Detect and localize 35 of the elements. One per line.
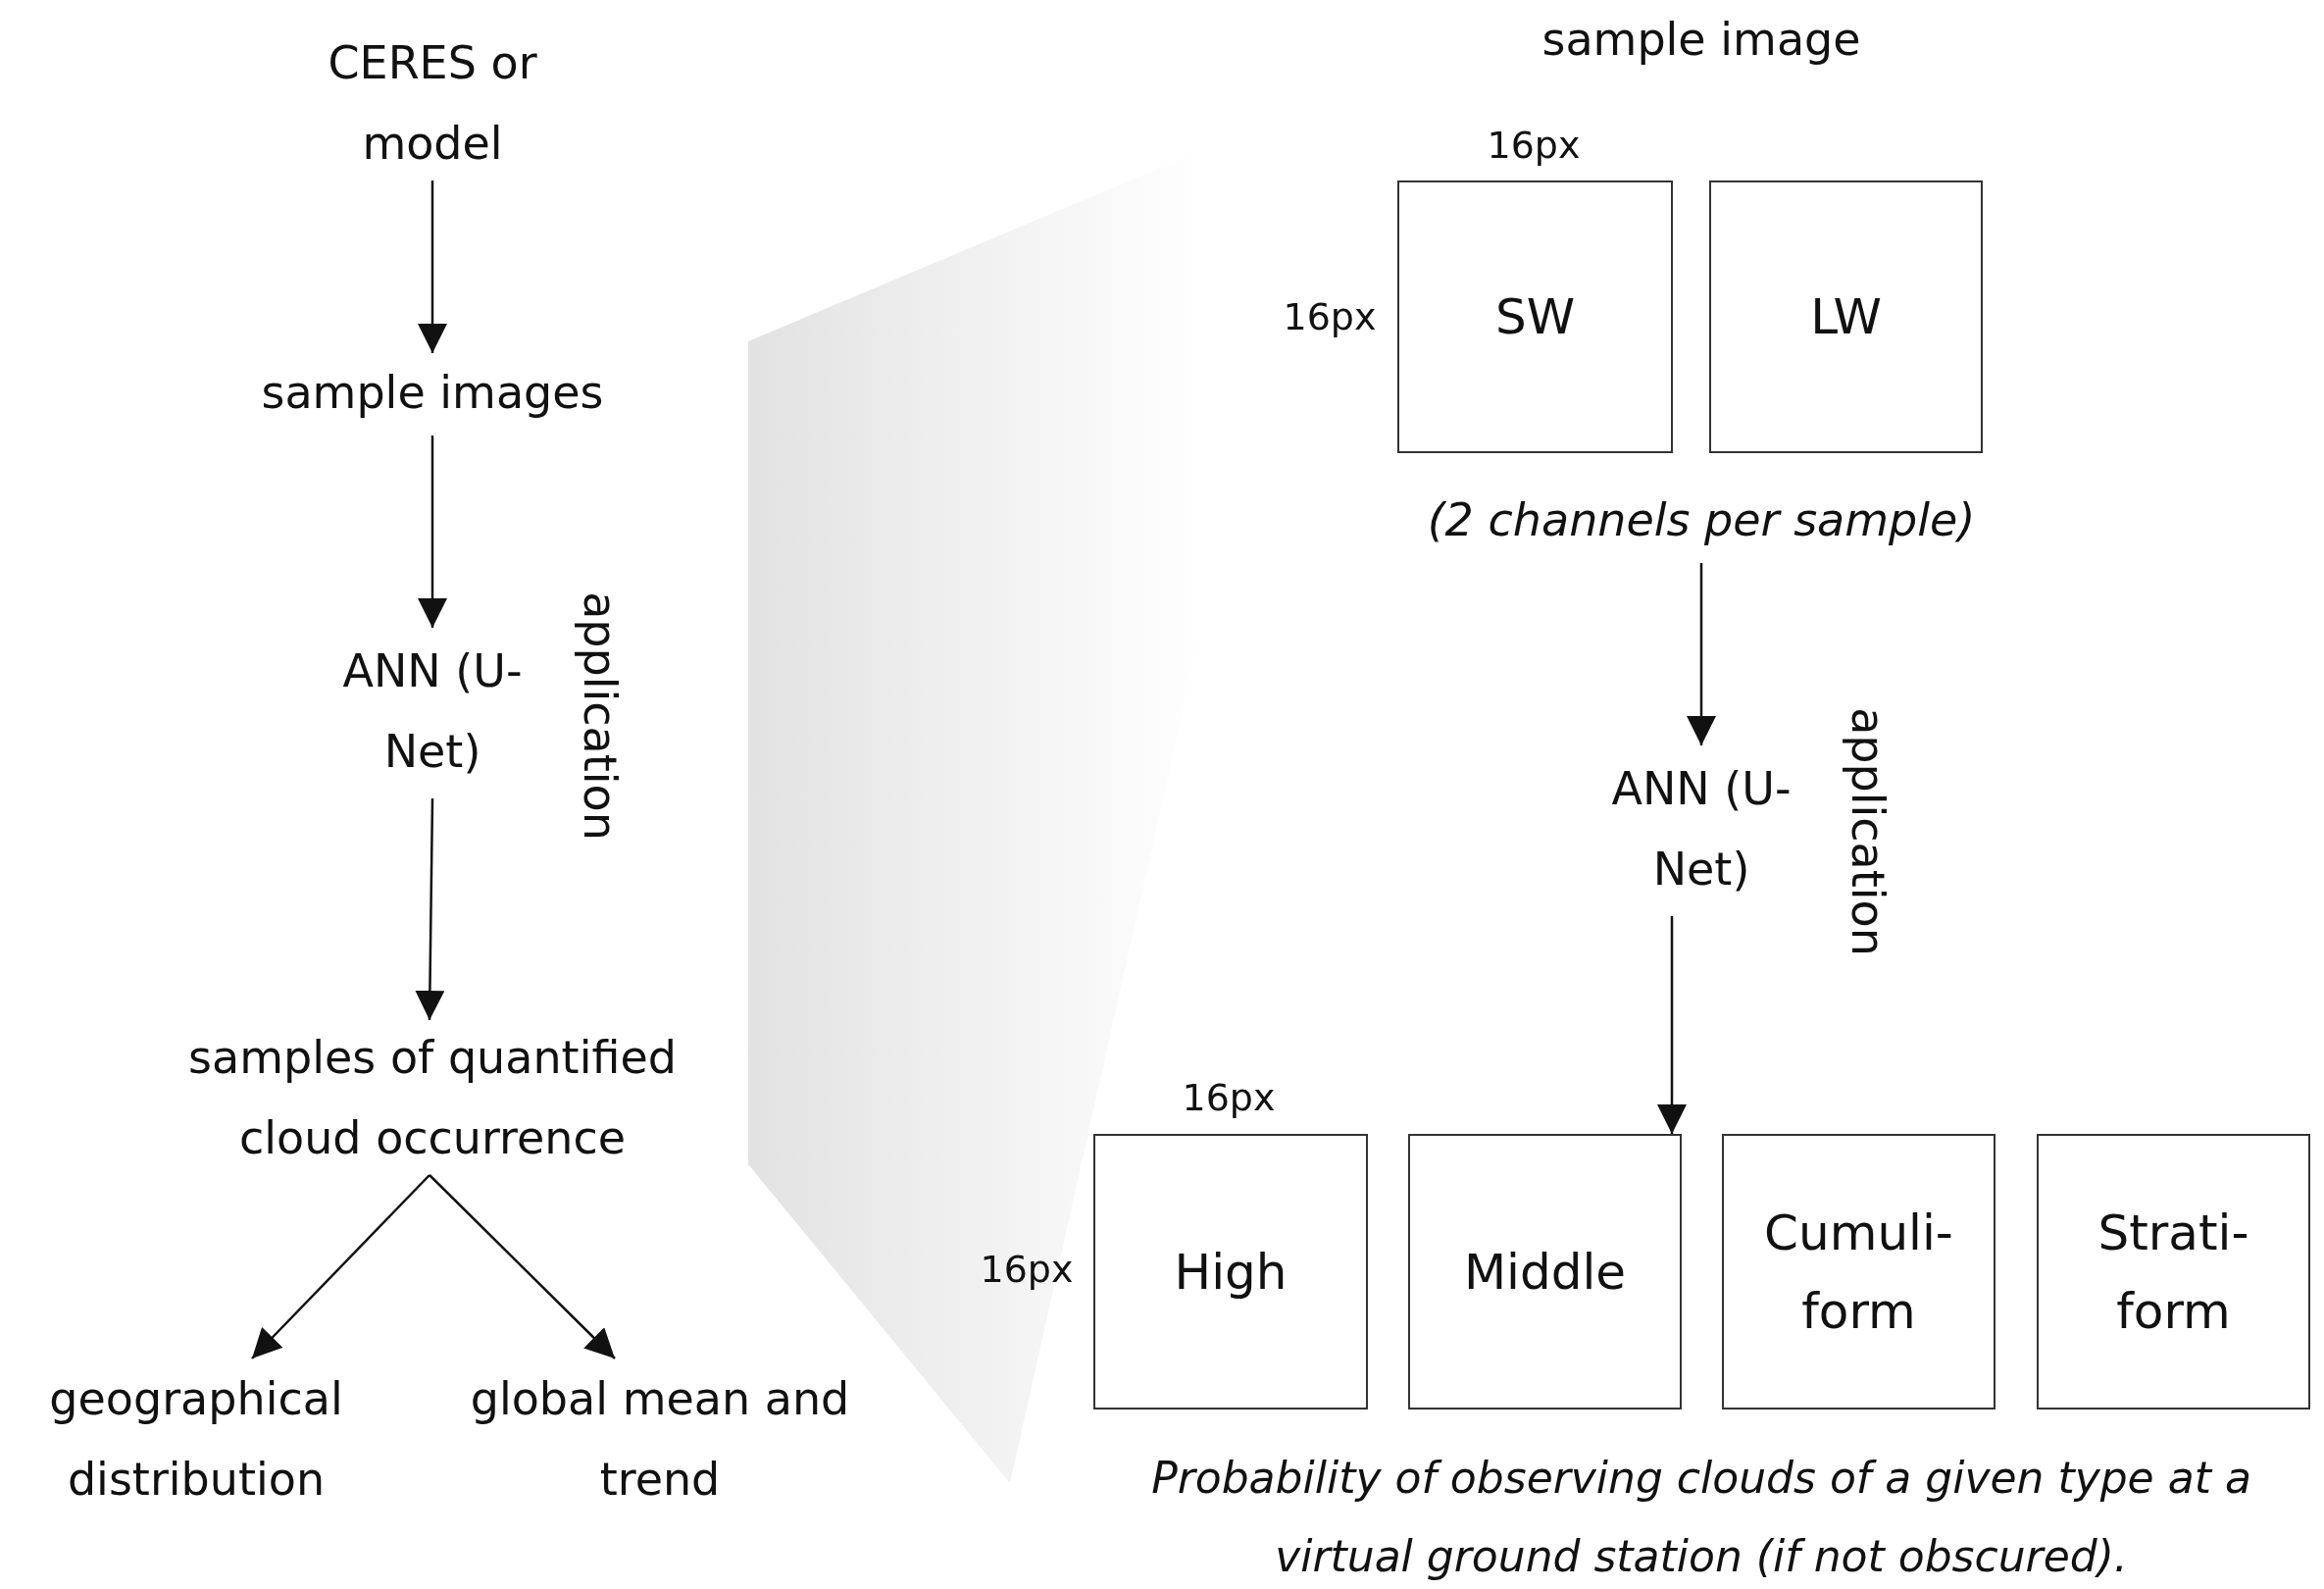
box-label: LW xyxy=(1810,287,1882,347)
node-text: global mean and trend xyxy=(469,1371,851,1508)
arrow xyxy=(1657,916,1687,1134)
heading: sample image xyxy=(1541,13,1861,66)
dimension-label: 16px xyxy=(1487,124,1581,167)
channel-box xyxy=(2037,1134,2310,1410)
node-text: ANN (U-Net) xyxy=(1610,761,1793,897)
box-label: SW xyxy=(1494,287,1576,347)
channel-box xyxy=(1397,180,1673,453)
box-label: Cumuli- form xyxy=(1763,1203,1954,1342)
arrow xyxy=(251,1174,430,1359)
box-label: Middle xyxy=(1463,1242,1627,1303)
node-text: geographical distribution xyxy=(48,1371,344,1508)
channel-box xyxy=(1709,180,1983,453)
box-label: Strati- form xyxy=(2097,1203,2250,1342)
arrow xyxy=(415,798,445,1020)
arrow xyxy=(418,180,447,353)
box-label: High xyxy=(1174,1242,1288,1303)
channel-box xyxy=(1093,1134,1368,1410)
dimension-label: 16px xyxy=(1283,295,1377,338)
process-label: application xyxy=(1842,707,1895,956)
channel-box xyxy=(1408,1134,1682,1410)
node-text: ANN (U-Net) xyxy=(341,643,524,780)
arrow xyxy=(1687,563,1716,745)
node-text: (2 channels per sample) xyxy=(1427,492,1976,548)
arrow xyxy=(418,436,447,628)
node-text: samples of quantified cloud occurrence xyxy=(187,1030,678,1166)
dimension-label: 16px xyxy=(1182,1076,1276,1119)
dimension-label: 16px xyxy=(980,1248,1074,1291)
node-text: CERES or model xyxy=(327,35,538,172)
arrow xyxy=(429,1174,616,1359)
node-text: sample images xyxy=(261,365,604,421)
process-label: application xyxy=(574,591,627,841)
channel-box xyxy=(1722,1134,1996,1410)
caption: Probability of observing clouds of a given type at a virtual ground station (if not obscured). xyxy=(1150,1452,2252,1583)
